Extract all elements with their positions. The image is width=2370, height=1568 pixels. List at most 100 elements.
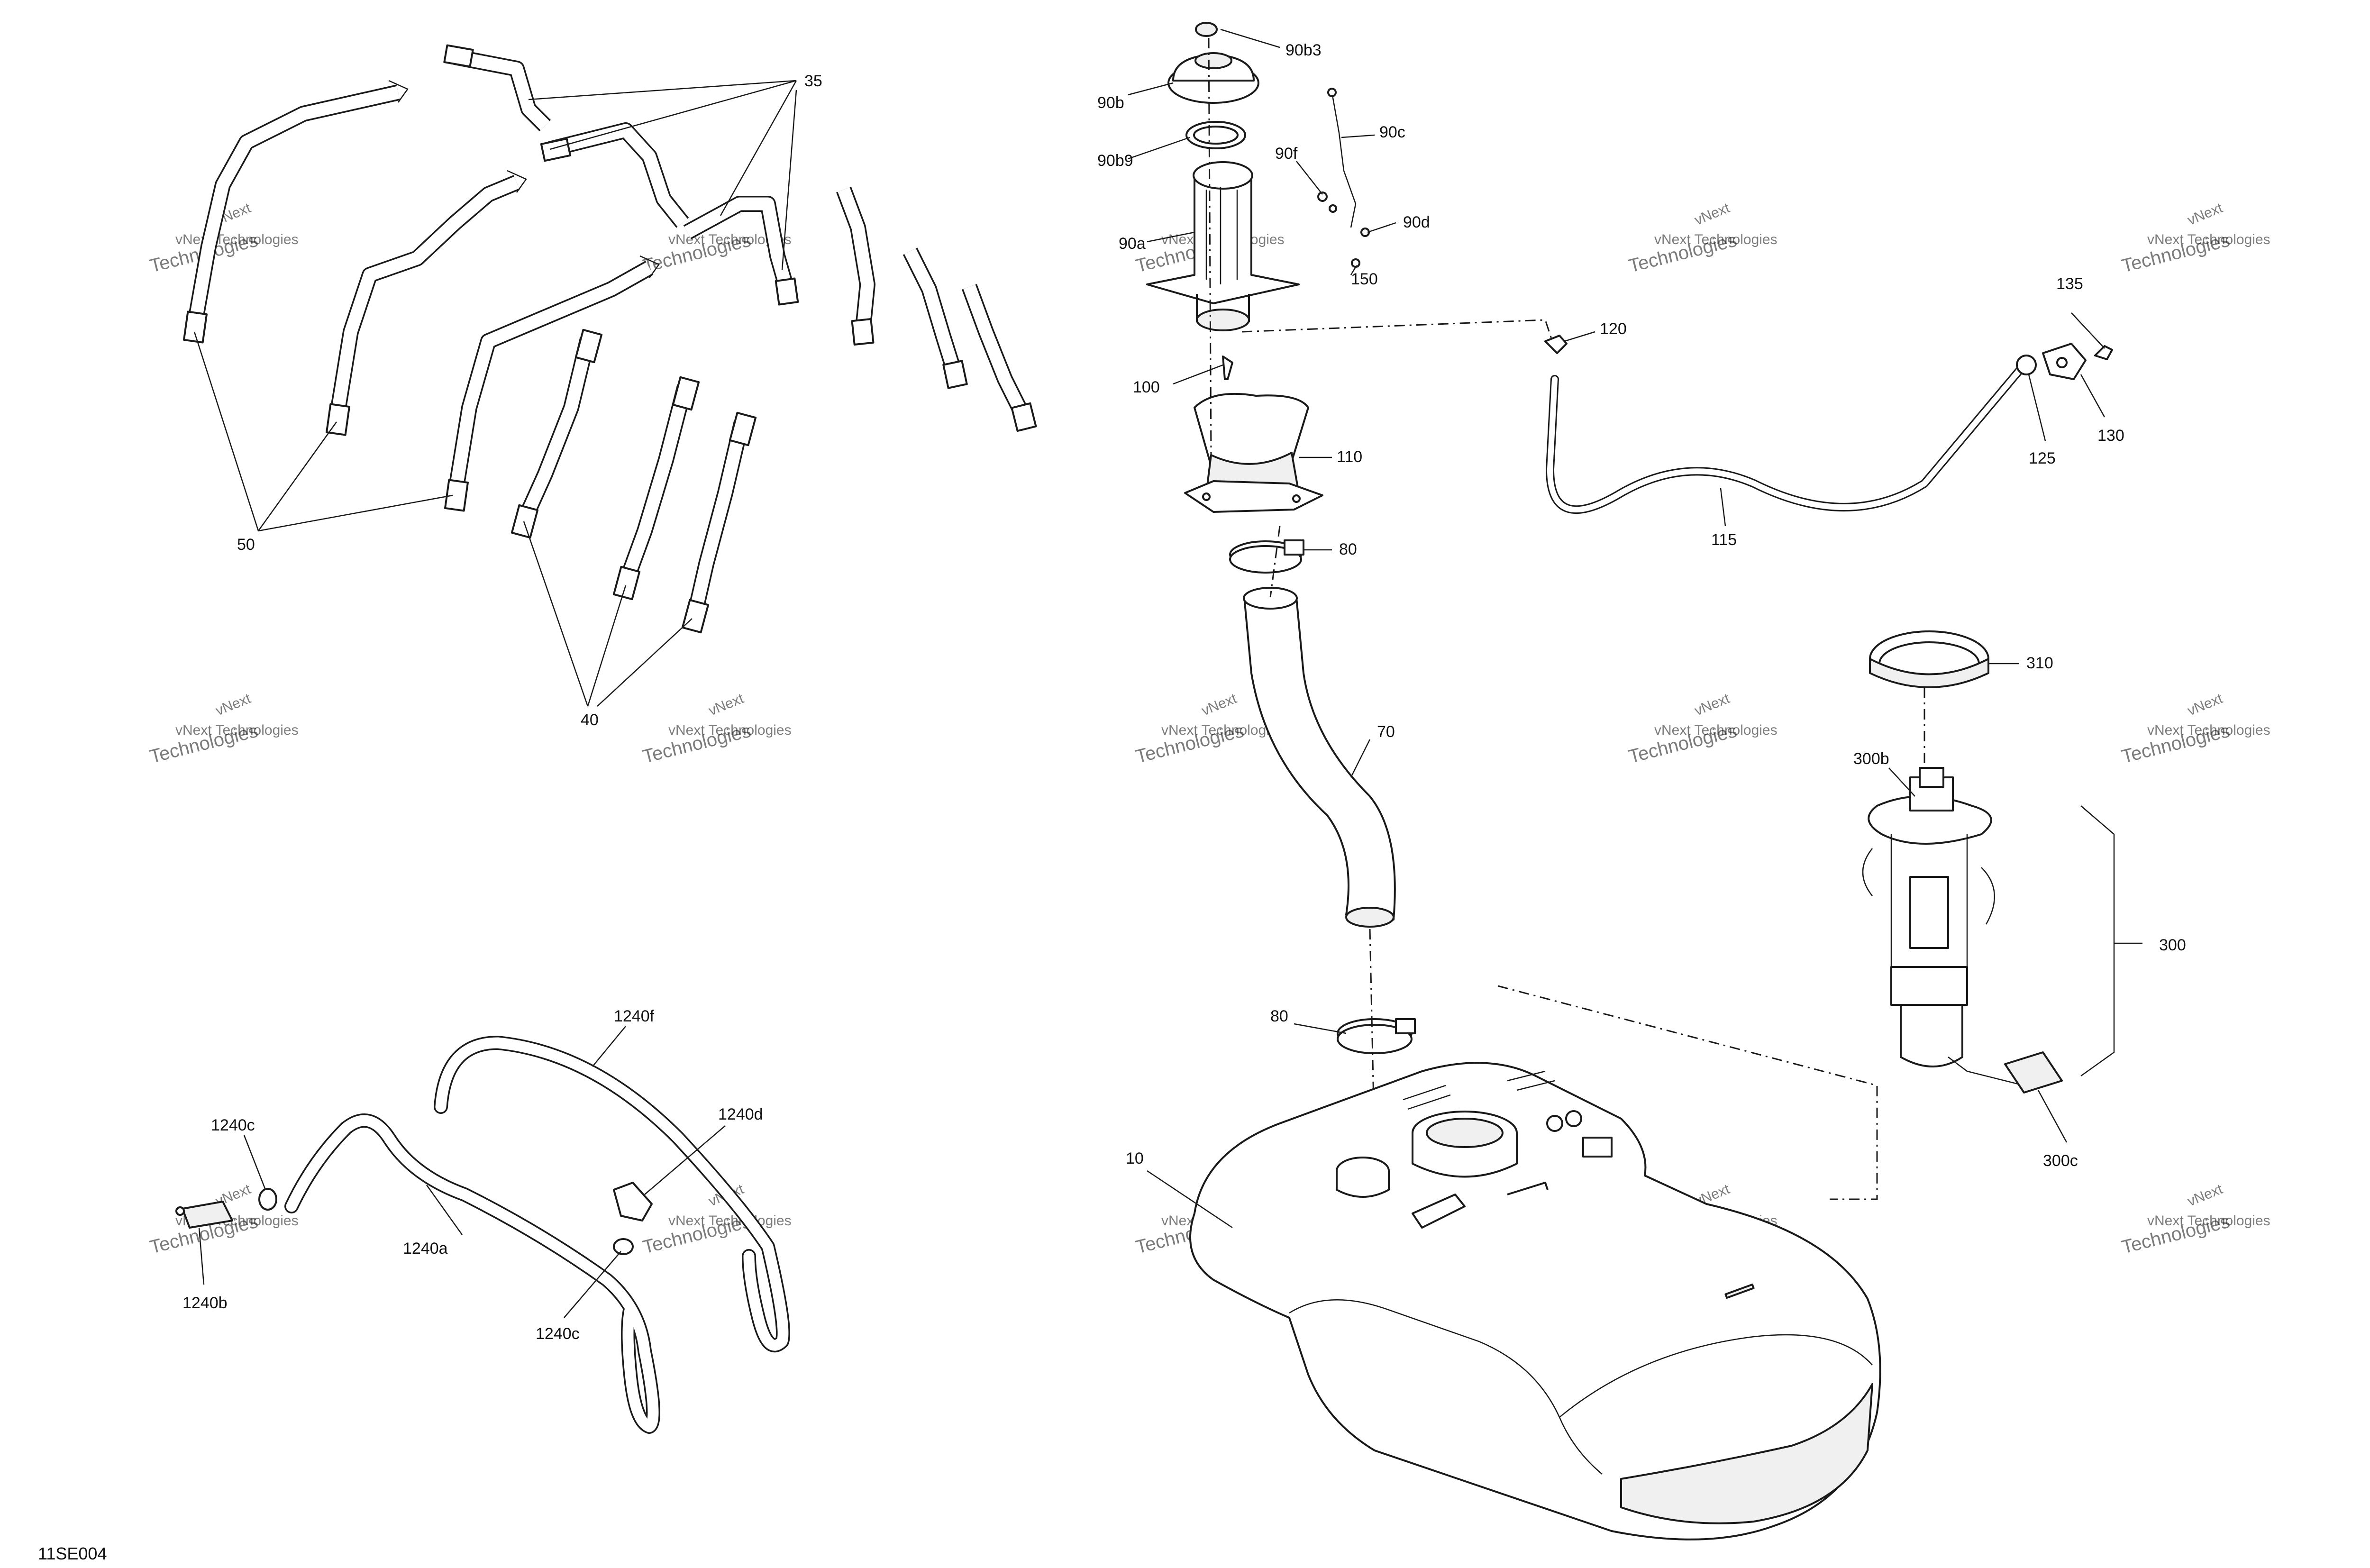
callout-300b: 300b — [1853, 750, 1889, 768]
callout-110: 110 — [1337, 448, 1362, 466]
strap-35-a — [443, 44, 551, 132]
straps-group — [183, 44, 1037, 634]
connector-1240b — [175, 1201, 233, 1229]
watermark-r2c4: vNext vNext Technologies Technologies — [1627, 691, 1778, 767]
pump-flange-300b — [1868, 767, 1992, 845]
watermark-r3c5: vNext vNext Technologies Technologies — [2120, 1181, 2270, 1258]
callout-90d: 90d — [1403, 213, 1430, 231]
svg-text:vNext Technologies: vNext Technologies — [668, 1213, 792, 1229]
filler-cap-90b3 — [1195, 22, 1218, 37]
assembly-axis-lines — [1208, 37, 1925, 1200]
strap-50-a — [183, 80, 409, 344]
callout-1240d: 1240d — [718, 1105, 763, 1123]
callout-1240a: 1240a — [403, 1240, 448, 1258]
tether-90c — [1327, 88, 1357, 228]
callout-150: 150 — [1351, 270, 1378, 288]
svg-text:vNext: vNext — [1692, 200, 1732, 228]
callout-1240f: 1240f — [614, 1007, 655, 1025]
callout-90c: 90c — [1379, 123, 1405, 141]
screw-150 — [1351, 258, 1360, 268]
callout-80-lower: 80 — [1270, 1007, 1288, 1025]
callout-130: 130 — [2097, 427, 2124, 445]
svg-text:vNext Technologies: vNext Technologies — [2147, 722, 2270, 738]
callout-310: 310 — [2026, 654, 2053, 672]
svg-text:vNext: vNext — [2185, 200, 2225, 228]
strap-50-b — [326, 170, 527, 436]
strap-50-c — [444, 255, 660, 512]
svg-text:vNext: vNext — [1692, 691, 1732, 719]
clamp-1240c-upper — [258, 1188, 277, 1211]
callout-35: 35 — [804, 72, 822, 90]
svg-text:vNext Technologies: vNext Technologies — [1654, 232, 1778, 247]
strap-40-a — [510, 328, 603, 539]
callout-80-upper: 80 — [1339, 540, 1357, 558]
fitting-1240d — [613, 1182, 653, 1222]
clamp-1240c-lower — [613, 1238, 634, 1255]
seal-ring-90b9 — [1185, 121, 1246, 149]
callout-120: 120 — [1600, 320, 1627, 338]
bracket-130 — [2042, 343, 2087, 380]
callout-300c: 300c — [2043, 1152, 2078, 1170]
svg-text:vNext Technologies: vNext Technologies — [2147, 1213, 2270, 1229]
callout-90b9: 90b9 — [1097, 152, 1133, 170]
strap-35-f — [962, 284, 1037, 432]
screw-135 — [2094, 345, 2113, 360]
callout-90b3: 90b3 — [1285, 41, 1322, 59]
vent-fitting-120 — [1544, 335, 1568, 354]
svg-text:vNext Technologies: vNext Technologies — [2147, 232, 2270, 247]
fuel-tank-10 — [1189, 1062, 1881, 1541]
callout-labels: 35 50 40 90b3 90b 90b9 90c 90f 90d 90a 1… — [182, 41, 2186, 1343]
rivet-90f — [1317, 191, 1337, 213]
svg-text:vNext: vNext — [706, 691, 746, 719]
funnel-110 — [1184, 392, 1323, 513]
callout-300: 300 — [2159, 936, 2186, 954]
callout-135: 135 — [2056, 275, 2083, 293]
diagram-code: 11SE004 — [38, 1544, 107, 1563]
valve-125 — [2016, 355, 2037, 375]
watermark-layer: vNext vNext Technologies Technologies vN… — [148, 200, 2270, 1258]
float-300c — [2004, 1051, 2063, 1094]
callout-115: 115 — [1711, 531, 1737, 549]
svg-text:vNext: vNext — [213, 691, 253, 719]
strap-leaders — [193, 80, 797, 707]
svg-text:vNext Technologies: vNext Technologies — [1161, 722, 1285, 738]
filler-hose-70 — [1243, 587, 1396, 928]
lock-ring-310 — [1869, 630, 1989, 688]
pump-module-300 — [1862, 834, 2024, 1086]
strap-35-b — [540, 122, 689, 228]
filler-cap-90b — [1167, 52, 1259, 104]
watermark-r2c2: vNext vNext Technologies Technologies — [641, 691, 792, 767]
strap-35-d — [836, 187, 875, 346]
callout-1240b: 1240b — [182, 1294, 228, 1312]
filler-tube-90a — [1146, 161, 1300, 331]
hose-1240a — [284, 1113, 660, 1434]
watermark-r2c1: vNext vNext Technologies Technologies — [148, 691, 299, 767]
svg-text:vNext: vNext — [2185, 691, 2225, 719]
callout-90b: 90b — [1097, 94, 1124, 112]
watermark-r2c5: vNext vNext Technologies Technologies — [2120, 691, 2270, 767]
callout-90f: 90f — [1275, 145, 1298, 163]
svg-text:vNext Technologies: vNext Technologies — [175, 722, 299, 738]
svg-text:vNext: vNext — [1199, 691, 1239, 719]
callout-leaders — [198, 28, 2106, 1318]
callout-100: 100 — [1133, 378, 1160, 396]
svg-text:vNext Technologies: vNext Technologies — [1654, 722, 1778, 738]
svg-text:vNext: vNext — [2185, 1181, 2225, 1210]
hose-1240f — [434, 1036, 790, 1352]
strap-35-e — [902, 247, 968, 389]
clamp-80-lower — [1337, 1018, 1416, 1054]
callout-40: 40 — [581, 711, 599, 729]
watermark-r1c5: vNext vNext Technologies Technologies — [2120, 200, 2270, 277]
watermark-r1c4: vNext vNext Technologies Technologies — [1627, 200, 1778, 277]
callout-50: 50 — [237, 536, 255, 554]
svg-text:vNext Technologies: vNext Technologies — [668, 722, 792, 738]
screw-100 — [1222, 356, 1233, 380]
callout-1240c-lower: 1240c — [536, 1325, 580, 1343]
callout-90a: 90a — [1119, 235, 1146, 253]
callout-125: 125 — [2029, 449, 2056, 467]
callout-70: 70 — [1377, 723, 1395, 741]
callout-10: 10 — [1126, 1149, 1144, 1167]
callout-1240c-upper: 1240c — [211, 1116, 255, 1134]
strap-40-c — [681, 411, 757, 634]
